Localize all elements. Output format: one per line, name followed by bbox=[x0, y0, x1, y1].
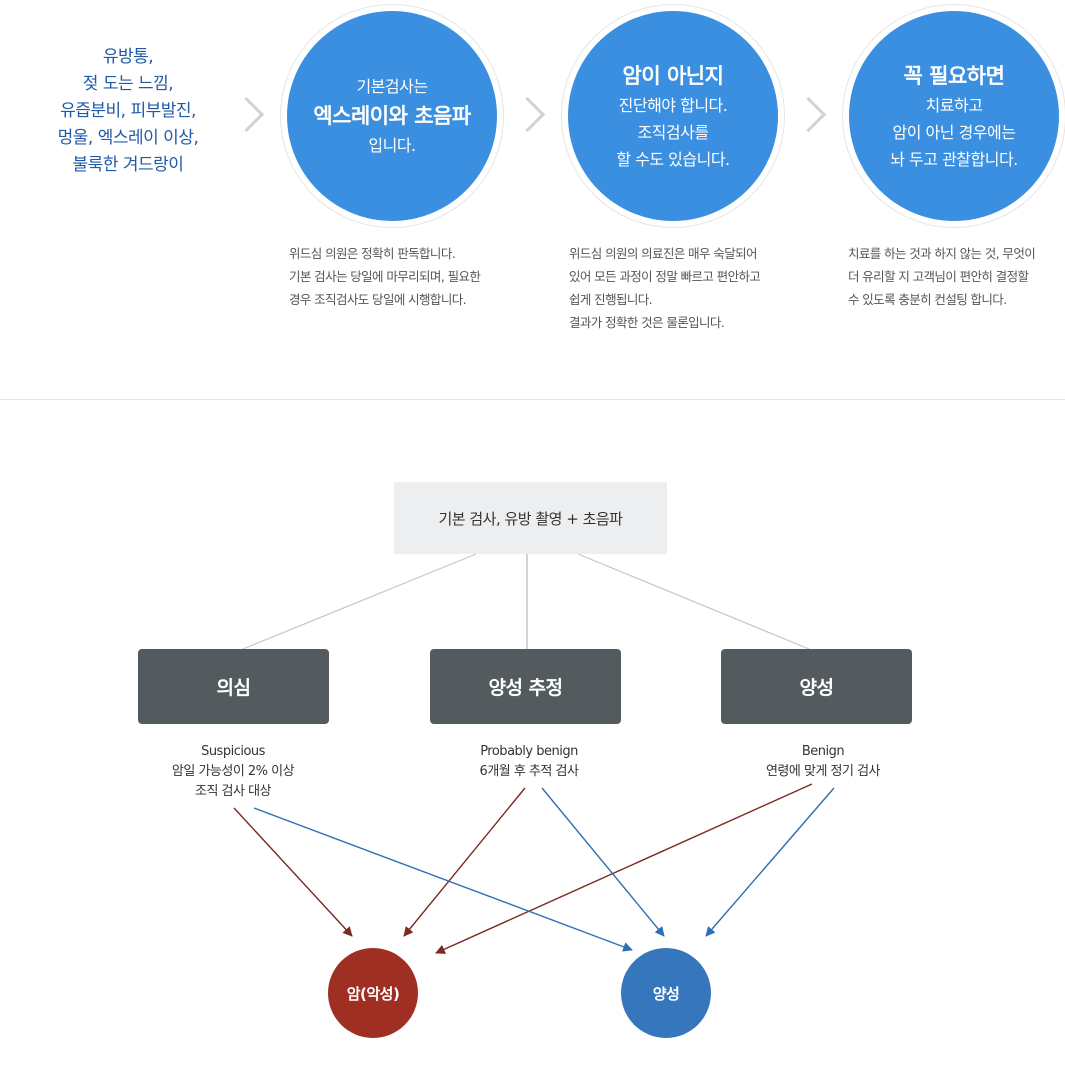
desc-line: 위드심 의원은 정확히 판독합니다. bbox=[289, 246, 456, 261]
symptom-list: 유방통, 젖 도는 느낌, 유즙분비, 피부발진, 멍울, 엑스레이 이상, 불… bbox=[20, 44, 236, 179]
category-probably-benign: 양성 추정 bbox=[430, 649, 621, 724]
arrow-to-malignant bbox=[233, 807, 353, 937]
category-detail: 6개월 후 추적 검사 bbox=[479, 764, 579, 779]
desc-line: 결과가 정확한 것은 물론입니다. bbox=[569, 315, 725, 330]
arrow-to-benign bbox=[253, 807, 633, 952]
step-3-ring: 꼭 필요하면 치료하고 암이 아닌 경우에는 놔 두고 관찰합니다. bbox=[842, 4, 1065, 228]
step-2-line1: 암이 아닌지 bbox=[622, 63, 724, 88]
desc-line: 수 있도록 충분히 컨설팅 합니다. bbox=[848, 292, 1007, 307]
category-benign: 양성 bbox=[721, 649, 912, 724]
step-1-line3: 입니다. bbox=[368, 136, 416, 155]
desc-line: 치료를 하는 것과 하지 않는 것, 무엇이 bbox=[848, 246, 1036, 261]
category-detail: 조직 검사 대상 bbox=[194, 784, 272, 799]
category-en: Benign bbox=[801, 744, 845, 759]
step-2-line4: 할 수도 있습니다. bbox=[616, 149, 730, 169]
step-3-line2: 치료하고 bbox=[925, 95, 983, 115]
step-2-line3: 조직검사를 bbox=[637, 122, 709, 142]
step-1-circle: 기본검사는 엑스레이와 초음파 입니다. bbox=[287, 11, 497, 221]
category-detail: 연령에 맞게 정기 검사 bbox=[765, 764, 881, 779]
arrow-to-malignant bbox=[435, 783, 813, 954]
symptom-line: 젖 도는 느낌, bbox=[82, 74, 174, 94]
basic-exam-box: 기본 검사, 유방 촬영 + 초음파 bbox=[394, 482, 667, 554]
desc-line: 있어 모든 과정이 정말 빠르고 편안하고 bbox=[569, 269, 761, 284]
step-3-line4: 놔 두고 관찰합니다. bbox=[890, 149, 1018, 169]
symptom-line: 멍울, 엑스레이 이상, bbox=[57, 128, 199, 148]
step-3-circle: 꼭 필요하면 치료하고 암이 아닌 경우에는 놔 두고 관찰합니다. bbox=[849, 11, 1059, 221]
result-malignant: 암(악성) bbox=[328, 948, 418, 1038]
step-1-line1: 기본검사는 bbox=[356, 77, 428, 96]
desc-line: 더 유리할 지 고객님이 편안히 결정할 bbox=[848, 269, 1029, 284]
step-3-description: 치료를 하는 것과 하지 않는 것, 무엇이 더 유리할 지 고객님이 편안히 … bbox=[848, 242, 1036, 311]
connector-line bbox=[242, 553, 477, 650]
result-benign: 양성 bbox=[621, 948, 711, 1038]
section-divider bbox=[0, 399, 1065, 400]
step-1-ring: 기본검사는 엑스레이와 초음파 입니다. bbox=[280, 4, 504, 228]
symptom-line: 불룩한 겨드랑이 bbox=[72, 155, 184, 175]
step-2-line2: 진단해야 합니다. bbox=[618, 95, 728, 115]
step-3-line1: 꼭 필요하면 bbox=[903, 63, 1005, 88]
category-en: Probably benign bbox=[480, 744, 578, 759]
step-1-description: 위드심 의원은 정확히 판독합니다. 기본 검사는 당일에 마무리되며, 필요한… bbox=[289, 242, 481, 311]
symptom-line: 유즙분비, 피부발진, bbox=[60, 101, 196, 121]
symptom-line: 유방통, bbox=[102, 47, 154, 67]
category-suspicious-description: Suspicious 암일 가능성이 2% 이상 조직 검사 대상 bbox=[113, 742, 353, 802]
step-2-circle: 암이 아닌지 진단해야 합니다. 조직검사를 할 수도 있습니다. bbox=[568, 11, 778, 221]
category-benign-description: Benign 연령에 맞게 정기 검사 bbox=[703, 742, 943, 782]
desc-line: 경우 조직검사도 당일에 시행합니다. bbox=[289, 292, 467, 307]
category-suspicious: 의심 bbox=[138, 649, 329, 724]
category-en: Suspicious bbox=[201, 744, 265, 759]
desc-line: 위드심 의원의 의료진은 매우 숙달되어 bbox=[569, 246, 758, 261]
connector-line bbox=[577, 553, 810, 650]
desc-line: 쉽게 진행됩니다. bbox=[569, 292, 653, 307]
category-detail: 암일 가능성이 2% 이상 bbox=[171, 764, 295, 779]
step-2-ring: 암이 아닌지 진단해야 합니다. 조직검사를 할 수도 있습니다. bbox=[561, 4, 785, 228]
arrow-to-malignant bbox=[403, 787, 526, 937]
step-3-line3: 암이 아닌 경우에는 bbox=[892, 122, 1016, 142]
step-2-description: 위드심 의원의 의료진은 매우 숙달되어 있어 모든 과정이 정말 빠르고 편안… bbox=[569, 242, 761, 334]
arrow-to-benign bbox=[541, 787, 665, 937]
arrow-to-benign bbox=[705, 787, 835, 937]
category-probably-benign-description: Probably benign 6개월 후 추적 검사 bbox=[409, 742, 649, 782]
desc-line: 기본 검사는 당일에 마무리되며, 필요한 bbox=[289, 269, 481, 284]
step-1-line2: 엑스레이와 초음파 bbox=[313, 104, 471, 128]
